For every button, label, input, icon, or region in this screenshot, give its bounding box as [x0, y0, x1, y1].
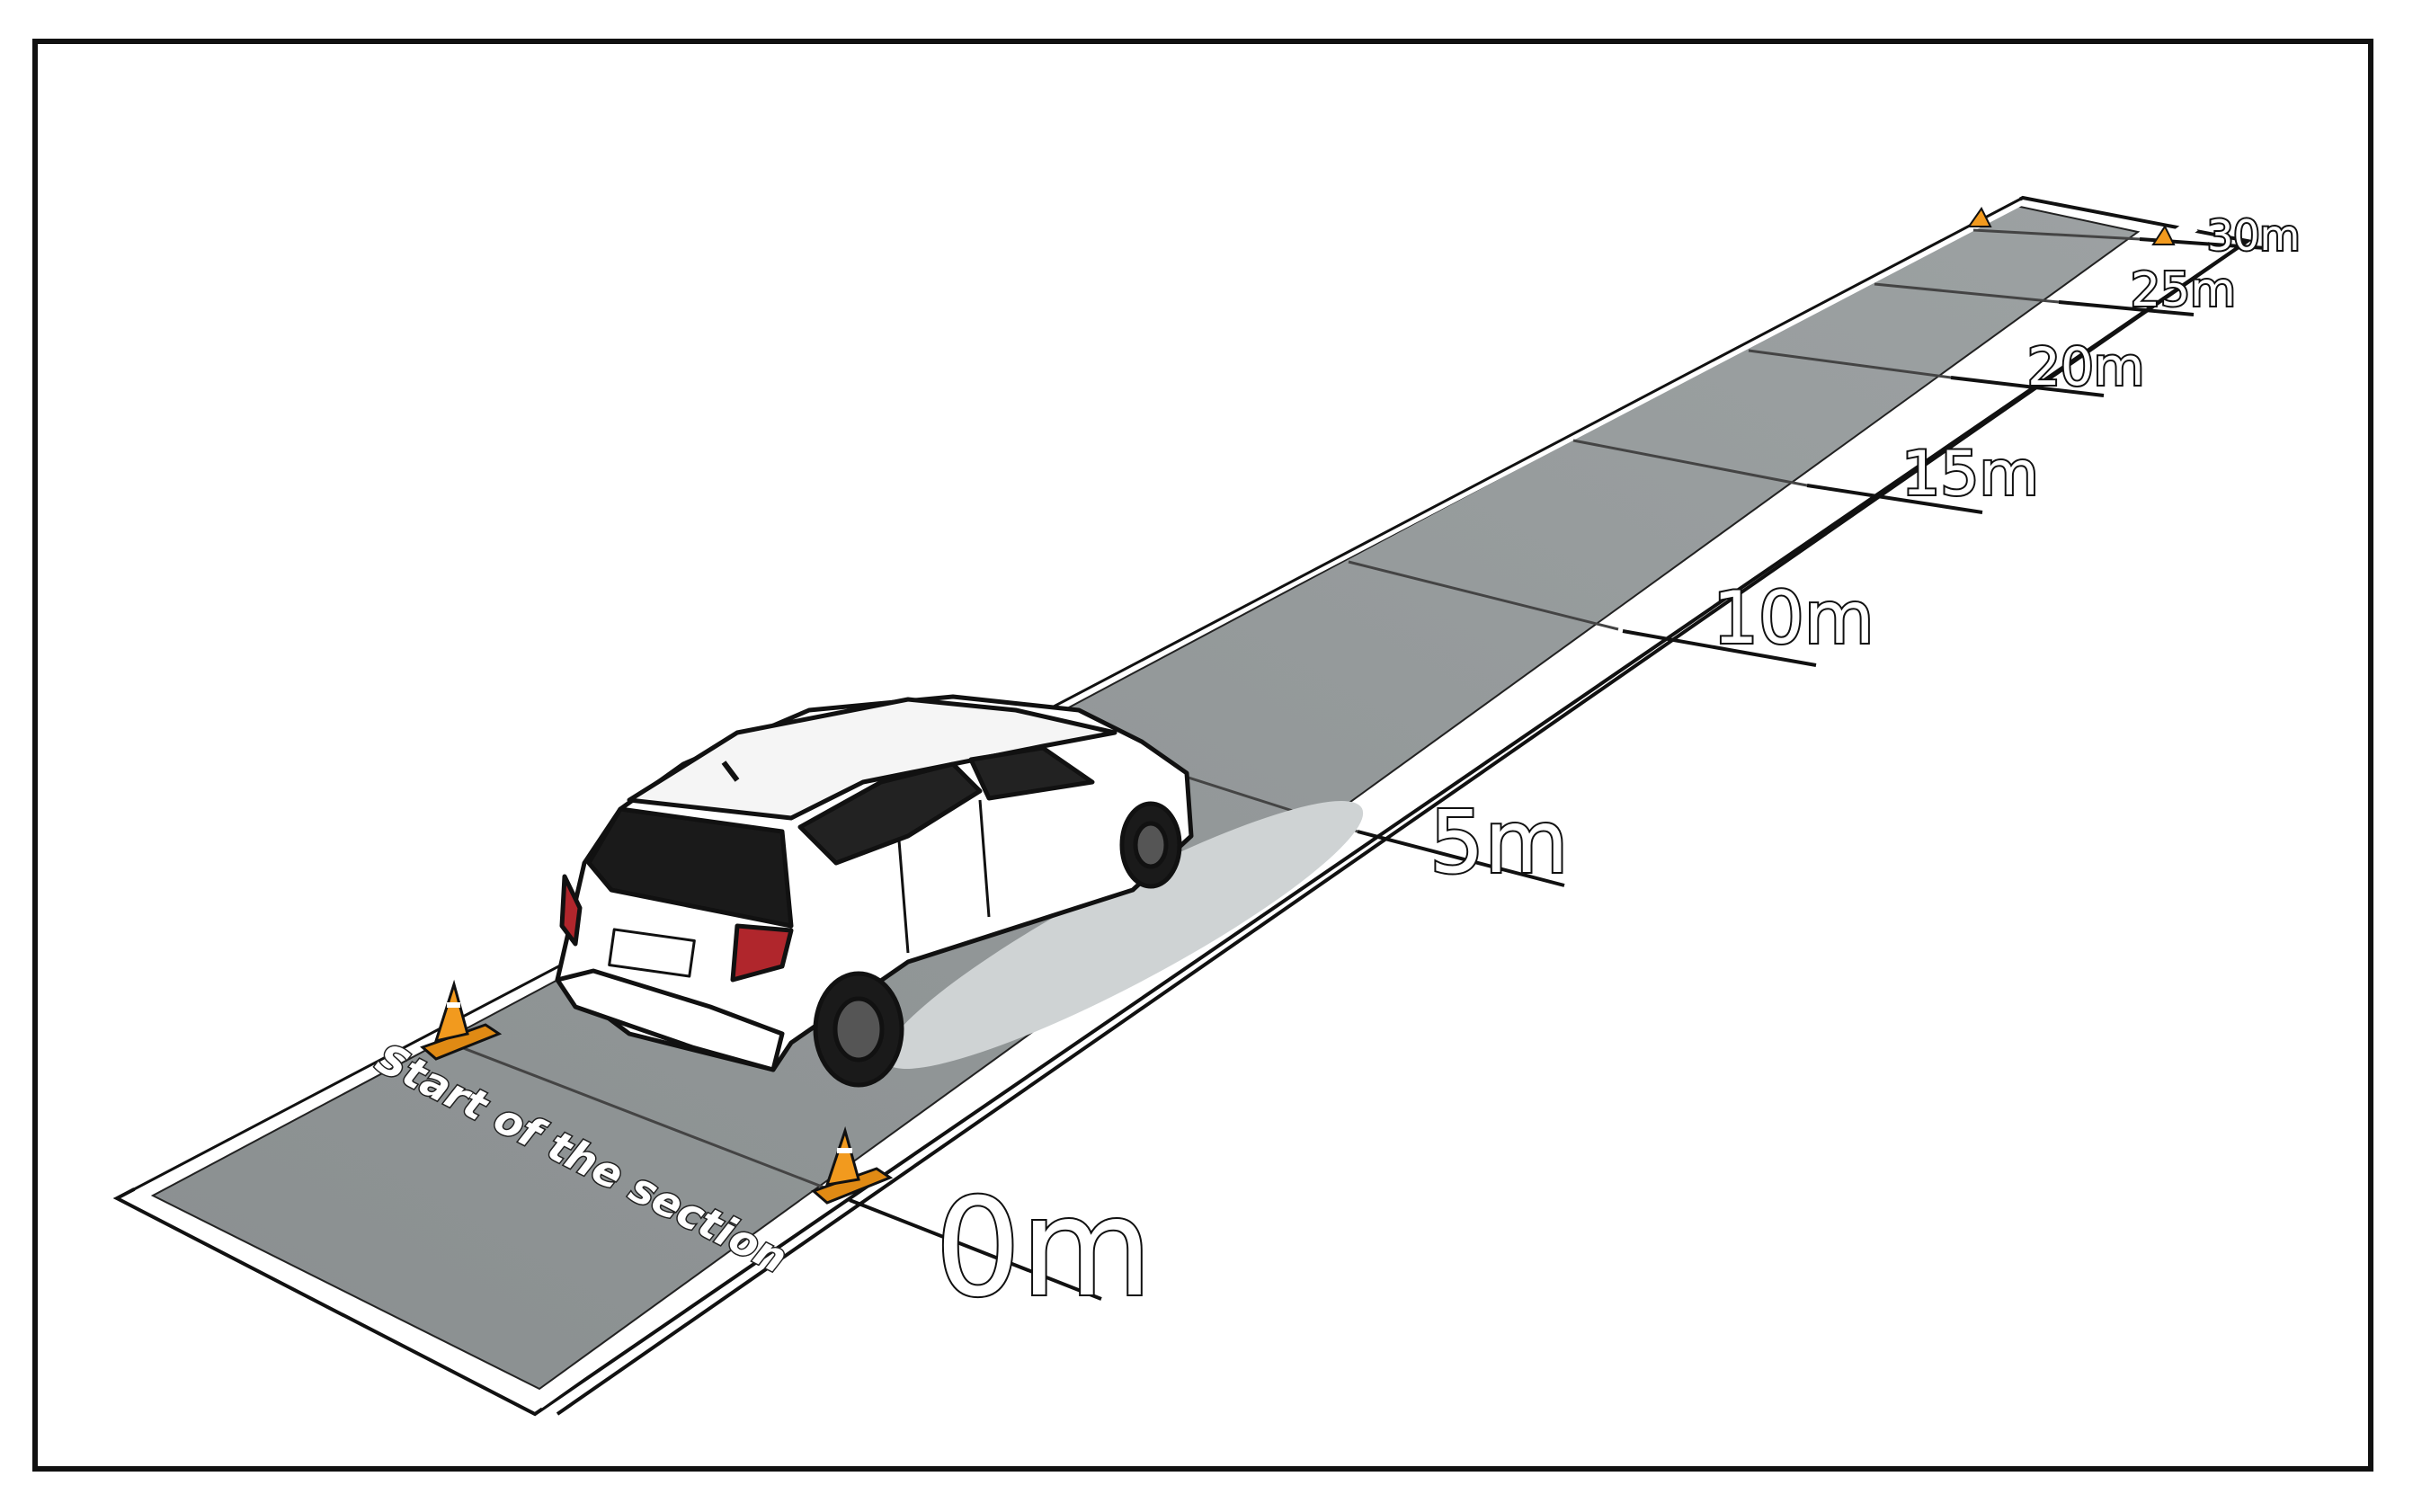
marker-ticks — [849, 237, 2266, 1301]
distance-label-10m: 10m — [1713, 576, 1874, 660]
traffic-cone-left — [420, 979, 503, 1061]
rear-window — [586, 806, 794, 929]
traffic-cone-far-left — [1967, 207, 1992, 227]
distance-label-0m: 0m — [935, 1170, 1153, 1327]
tail-light-right — [730, 923, 794, 983]
distance-label-30m: 30m — [2207, 211, 2300, 260]
distance-label-5m: 5m — [1429, 792, 1569, 893]
right-edge-line — [533, 218, 2198, 1409]
car-shadow — [884, 801, 1364, 1069]
traffic-cone-right — [811, 1125, 894, 1205]
side-window — [797, 761, 983, 866]
distance-label-20m: 20m — [2027, 336, 2144, 397]
tail-light-left — [559, 874, 583, 947]
traffic-cone-far-right — [2151, 224, 2176, 245]
section-lines — [449, 228, 2141, 1197]
distance-label-25m: 25m — [2131, 263, 2236, 317]
license-plate — [608, 928, 696, 978]
distance-label-15m: 15m — [1901, 439, 2039, 510]
car — [555, 694, 1194, 1088]
